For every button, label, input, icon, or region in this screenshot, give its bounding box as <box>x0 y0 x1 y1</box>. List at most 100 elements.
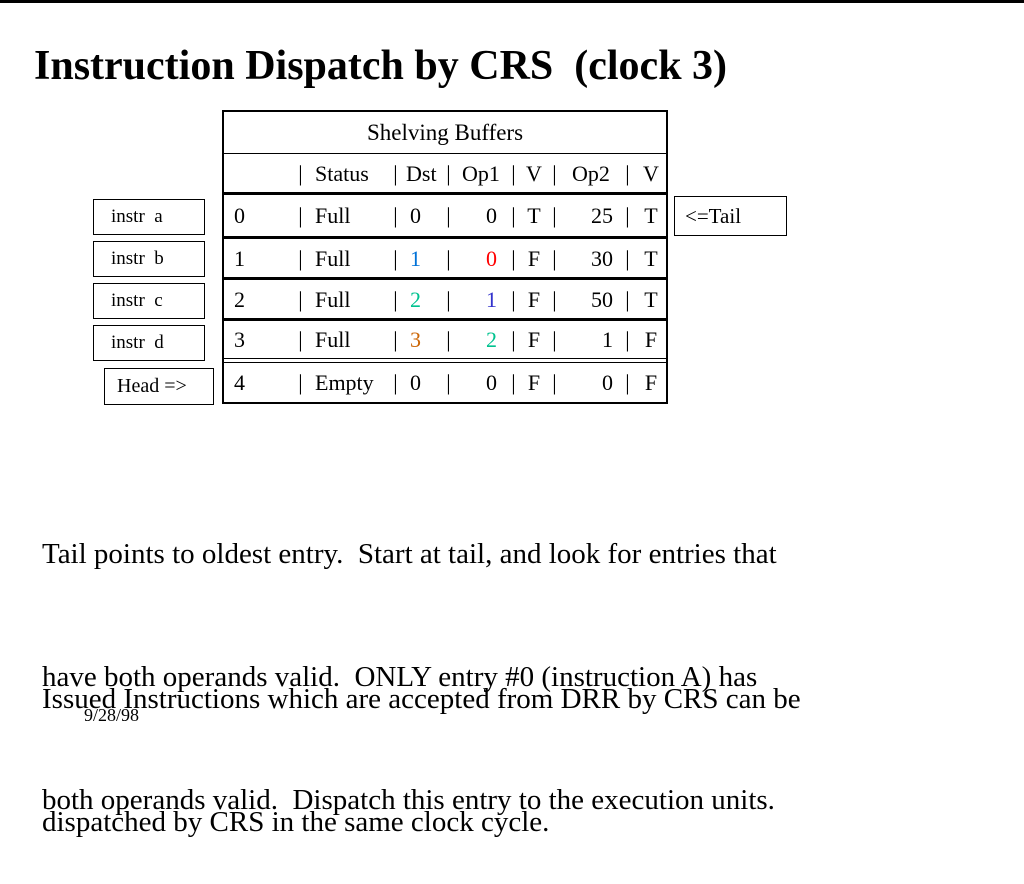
pipe-separator: | <box>511 327 516 352</box>
cell-op1-valid: F <box>527 286 541 312</box>
cell-status: Full <box>315 245 351 271</box>
cell-op1: 0 <box>486 203 497 228</box>
cell-index: 2 <box>234 286 245 312</box>
pipe-separator: | <box>446 160 451 186</box>
cell-op2: 30 <box>591 245 613 271</box>
instr-b-box: instr b <box>93 241 205 277</box>
tail-pointer-label: <=Tail <box>685 204 742 228</box>
cell-status: Full <box>315 286 351 312</box>
cell-op2-valid: F <box>644 369 658 395</box>
cell-status: Full <box>315 203 351 228</box>
instr-a-box: instr a <box>93 199 205 235</box>
cell-dst: 2 <box>410 286 421 312</box>
pipe-separator: | <box>298 203 303 228</box>
cell-op1: 2 <box>486 327 497 352</box>
cell-op1: 0 <box>486 369 497 395</box>
cell-index: 3 <box>234 327 245 352</box>
instr-d-box: instr d <box>93 325 205 361</box>
pipe-separator: | <box>511 245 516 271</box>
cell-index: 4 <box>234 369 245 395</box>
slide-date: 9/28/98 <box>84 705 140 725</box>
pipe-separator: | <box>552 327 557 352</box>
instr-c-label: instr c <box>111 290 163 311</box>
pipe-separator: | <box>625 286 630 312</box>
shelving-buffers-table: Shelving Buffers | Status | Dst | Op1 | … <box>222 110 668 404</box>
pipe-separator: | <box>393 203 398 228</box>
instr-a-label: instr a <box>111 206 163 227</box>
pipe-separator: | <box>393 286 398 312</box>
pipe-separator: | <box>511 160 516 186</box>
table-row: 4 | Empty | 0 | 0 | F | 0 | F <box>224 362 666 402</box>
pipe-separator: | <box>625 160 630 186</box>
cell-op1-valid: F <box>527 327 541 352</box>
col-header-op1: Op1 <box>462 160 500 186</box>
pipe-separator: | <box>393 160 398 186</box>
cell-op1: 0 <box>486 245 497 271</box>
cell-op2: 0 <box>602 369 613 395</box>
table-title: Shelving Buffers <box>224 112 666 154</box>
paragraph-line: have both operands valid. ONLY entry #0 … <box>42 661 758 693</box>
col-header-status: Status <box>315 160 369 186</box>
cell-op1: 1 <box>486 286 497 312</box>
cell-index: 1 <box>234 245 245 271</box>
cell-op2-valid: F <box>644 327 658 352</box>
slide: { "slide": { "title": "Instruction Dispa… <box>0 0 1024 838</box>
paragraph-line: dispatched by CRS in the same clock cycl… <box>42 806 550 838</box>
pipe-separator: | <box>393 245 398 271</box>
cell-op2: 50 <box>591 286 613 312</box>
paragraph-line: Issued Instructions which are accepted f… <box>42 683 801 715</box>
pipe-separator: | <box>298 369 303 395</box>
cell-index: 0 <box>234 203 245 228</box>
col-header-op2: Op2 <box>572 160 610 186</box>
pipe-separator: | <box>625 327 630 352</box>
cell-dst: 0 <box>410 369 421 395</box>
cell-status: Full <box>315 327 351 352</box>
cell-op2-valid: T <box>644 245 658 271</box>
table-row: 2 | Full | 2 | 1 | F | 50 | T <box>224 277 666 318</box>
head-pointer-box: Head => <box>104 368 214 405</box>
paragraph-line: Tail points to oldest entry. Start at ta… <box>42 538 777 570</box>
pipe-separator: | <box>446 286 451 312</box>
cell-op1-valid: F <box>527 245 541 271</box>
cell-op2: 25 <box>591 203 613 228</box>
pipe-separator: | <box>446 245 451 271</box>
pipe-separator: | <box>393 369 398 395</box>
pipe-separator: | <box>552 369 557 395</box>
col-header-v2: V <box>643 160 659 186</box>
col-header-dst: Dst <box>406 160 437 186</box>
explanation-paragraph-2: Issued Instructions which are accepted f… <box>42 597 801 884</box>
col-header-v1: V <box>526 160 542 186</box>
pipe-separator: | <box>552 245 557 271</box>
table-row: 1 | Full | 1 | 0 | F | 30 | T <box>224 236 666 277</box>
pipe-separator: | <box>511 203 516 228</box>
cell-op2: 1 <box>602 327 613 352</box>
pipe-separator: | <box>625 245 630 271</box>
cell-dst: 1 <box>410 245 421 271</box>
pipe-separator: | <box>446 369 451 395</box>
cell-op1-valid: T <box>527 203 541 228</box>
pipe-separator: | <box>625 369 630 395</box>
pipe-separator: | <box>298 160 303 186</box>
pipe-separator: | <box>511 286 516 312</box>
pipe-separator: | <box>298 286 303 312</box>
pipe-separator: | <box>552 203 557 228</box>
instr-c-box: instr c <box>93 283 205 319</box>
cell-op2-valid: T <box>644 203 658 228</box>
pipe-separator: | <box>298 327 303 352</box>
cell-op2-valid: T <box>644 286 658 312</box>
instr-b-label: instr b <box>111 248 164 269</box>
pipe-separator: | <box>298 245 303 271</box>
column-header-row: | Status | Dst | Op1 | V | Op2 | V <box>224 154 666 195</box>
table-row: 0 | Full | 0 | 0 | T | 25 | T <box>224 195 666 236</box>
table-row: 3 | Full | 3 | 2 | F | 1 | F <box>224 318 666 359</box>
pipe-separator: | <box>511 369 516 395</box>
pipe-separator: | <box>393 327 398 352</box>
head-pointer-label: Head => <box>117 375 187 397</box>
pipe-separator: | <box>552 286 557 312</box>
cell-dst: 3 <box>410 327 421 352</box>
instr-d-label: instr d <box>111 332 164 353</box>
pipe-separator: | <box>625 203 630 228</box>
slide-top-border <box>0 0 1024 3</box>
cell-status: Empty <box>315 369 374 395</box>
pipe-separator: | <box>552 160 557 186</box>
